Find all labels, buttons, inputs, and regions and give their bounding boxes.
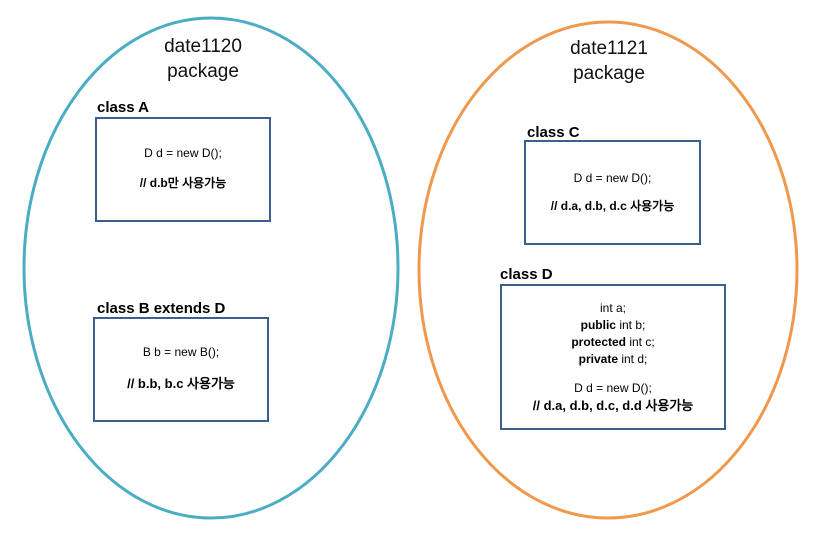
class-a-code: D d = new D(); <box>144 146 222 160</box>
package-subtitle: package <box>167 61 239 82</box>
class-b-code: B b = new B(); <box>142 345 220 359</box>
package-name: date1121 <box>570 38 648 59</box>
package-name: date1120 <box>164 36 242 57</box>
class-d-field-a: int a; <box>502 300 724 317</box>
field-decl: int d; <box>618 352 648 366</box>
class-d-code: D d = new D(); <box>574 381 652 395</box>
field-modifier: private <box>578 352 618 366</box>
class-d-comment: // d.a, d.b, d.c, d.d 사용가능 <box>532 398 694 413</box>
class-d-box: int a; public int b; protected int c; pr… <box>500 284 726 430</box>
class-c-comment: // d.a, d.b, d.c 사용가능 <box>550 199 675 213</box>
package-subtitle: package <box>573 63 645 84</box>
class-c-code: D d = new D(); <box>573 171 652 185</box>
class-a-label: class A <box>97 99 149 116</box>
package-date1121-title: date1121 package <box>546 36 672 86</box>
class-d-field-b: public int b; <box>502 317 724 334</box>
package-date1121-oval <box>417 20 799 520</box>
field-modifier: public <box>580 318 616 332</box>
class-a-box: D d = new D(); // d.b만 사용가능 <box>95 117 271 222</box>
package-date1120-title: date1120 package <box>140 34 266 84</box>
field-decl: int b; <box>615 318 646 332</box>
class-d-label: class D <box>500 266 553 283</box>
class-d-field-c: protected int c; <box>502 334 724 351</box>
class-d-field-d: private int d; <box>502 351 724 368</box>
package-date1120-oval <box>22 16 400 520</box>
class-c-label: class C <box>527 124 580 141</box>
class-c-box: D d = new D(); // d.a, d.b, d.c 사용가능 <box>524 140 701 245</box>
field-modifier: protected <box>571 335 626 349</box>
field-decl: int c; <box>626 335 655 349</box>
class-a-comment: // d.b만 사용가능 <box>139 176 227 190</box>
class-b-label: class B extends D <box>97 300 226 317</box>
field-decl: int a; <box>599 301 626 315</box>
class-b-box: B b = new B(); // b.b, b.c 사용가능 <box>93 317 269 422</box>
class-b-comment: // b.b, b.c 사용가능 <box>127 376 235 391</box>
